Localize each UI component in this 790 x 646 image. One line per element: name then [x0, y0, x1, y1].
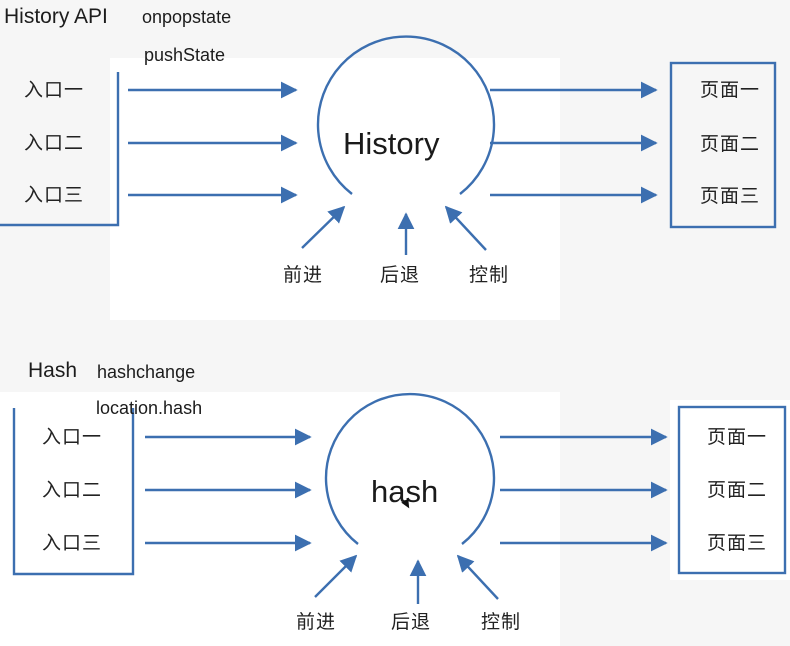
history-control-label: 控制 [469, 265, 510, 286]
history-control-arrow [444, 205, 487, 251]
hash-title: Hash [28, 359, 78, 382]
history-page-1: 页面一 [700, 80, 761, 101]
hash-entry-2: 入口二 [42, 480, 103, 501]
history-entries-bracket [0, 72, 120, 227]
history-page-3: 页面三 [700, 186, 761, 207]
hash-api-hashchange: hashchange [97, 362, 196, 382]
hash-entry-3: 入口三 [42, 533, 103, 554]
hash-pages-panel [670, 400, 790, 580]
history-entry-1: 入口一 [24, 80, 85, 101]
hash-back-label: 后退 [391, 612, 432, 633]
hash-page-2: 页面二 [707, 480, 768, 501]
history-entry-2: 入口二 [24, 133, 85, 154]
history-pages-box [669, 61, 777, 229]
hash-pages-box [677, 405, 787, 575]
history-page-2: 页面二 [700, 134, 761, 155]
history-center-label: History [343, 126, 440, 161]
hash-page-1: 页面一 [707, 427, 768, 448]
hash-circle [324, 392, 496, 545]
hash-api-location-hash: location.hash [96, 398, 203, 418]
hash-forward-label: 前进 [296, 612, 337, 633]
history-circle [316, 35, 496, 195]
hash-control-label: 控制 [481, 612, 522, 633]
history-entry-3: 入口三 [24, 185, 85, 206]
history-forward-arrow [301, 205, 346, 249]
history-title: History API [4, 5, 108, 28]
history-back-label: 后退 [380, 265, 421, 286]
hash-forward-arrow [314, 554, 358, 598]
hash-entry-1: 入口一 [42, 427, 103, 448]
hash-control-arrow [456, 554, 499, 600]
history-api-onpopstate: onpopstate [142, 7, 232, 27]
history-panel [110, 58, 560, 320]
hash-page-3: 页面三 [707, 533, 768, 554]
history-api-pushstate: pushState [144, 45, 226, 65]
history-forward-label: 前进 [283, 265, 324, 286]
hash-panel [0, 392, 560, 646]
hash-entries-bracket [12, 408, 135, 576]
hash-center-label: hash [371, 474, 439, 509]
